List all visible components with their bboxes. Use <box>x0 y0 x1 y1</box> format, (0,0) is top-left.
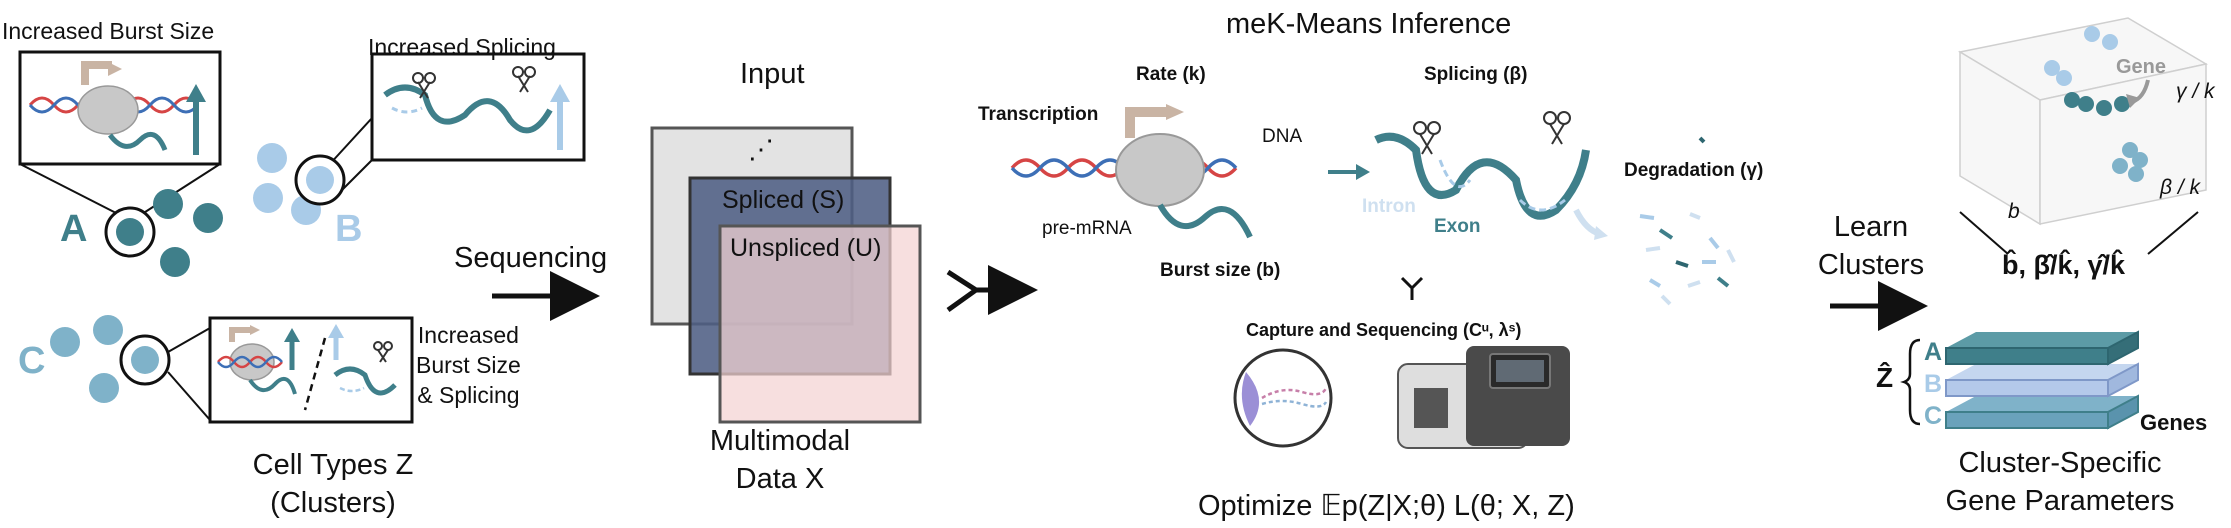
inference-title: meK-Means Inference <box>1226 8 1512 40</box>
cell-b <box>257 143 287 173</box>
cluster-b-label: B <box>335 208 363 250</box>
polymerase-icon <box>77 85 139 135</box>
output-caption: Cluster-Specific Gene Parameters <box>1930 444 2190 520</box>
cell-b <box>253 183 283 213</box>
input-caption: Multimodal Data X <box>700 422 860 498</box>
scissors-icon <box>412 72 436 99</box>
cell-c <box>89 373 119 403</box>
both-label-line: & Splicing <box>417 382 520 408</box>
combine-arrow <box>946 265 1038 315</box>
input-title: Input <box>740 58 805 90</box>
input-panel <box>650 126 922 424</box>
gene-points <box>2044 26 2148 182</box>
cell-a <box>160 247 190 277</box>
input-caption-line2: Data X <box>735 463 825 495</box>
spliced-label: Spliced (S) <box>722 186 845 214</box>
layer-labels: A B C <box>1924 336 1942 432</box>
output-panel <box>1900 17 2209 430</box>
learn-clusters-line: Learn <box>1833 211 1909 243</box>
capture-merge-icon <box>1400 276 1424 300</box>
cell-b <box>306 166 334 194</box>
params-label: b̂, β̂/k̂, γ̂/k̂ <box>2002 250 2126 280</box>
cluster-layers <box>1945 330 2139 430</box>
capture-label: Capture and Sequencing (Cᵘ, λˢ) <box>1246 320 1522 340</box>
transcription-label: Transcription <box>978 104 1099 125</box>
mrna-icon <box>108 131 168 151</box>
axis-b-label: b <box>2008 200 2020 223</box>
pre-mrna-label: pre-mRNA <box>1042 218 1132 239</box>
mrna-icon <box>1157 203 1253 239</box>
cluster-a-label: A <box>60 208 88 250</box>
optimize-label: Optimize 𝔼p(Z|X;θ) L(θ; X, Z) <box>1198 490 1575 522</box>
splicing-inset-label: Increased Splicing <box>368 34 556 60</box>
input-dots: ⋰ <box>748 134 774 164</box>
cell-c <box>50 327 80 357</box>
layer-label-b: B <box>1924 370 1943 398</box>
splicing-label: Splicing (β) <box>1424 64 1528 85</box>
output-caption-line2: Gene Parameters <box>1945 485 2175 517</box>
layer-label-c: C <box>1924 402 1943 430</box>
polymerase-icon <box>1115 133 1205 207</box>
both-label-line: Increased <box>417 322 519 348</box>
inference-panel <box>1010 104 1736 449</box>
unspliced-label: Unspliced (U) <box>730 234 882 262</box>
cell-a <box>193 203 223 233</box>
cell-a <box>153 189 183 219</box>
degraded-fragments-icon <box>1639 136 1736 306</box>
burst-size-label: Burst size (b) <box>1160 260 1281 281</box>
z-hat-brace <box>1900 338 1921 426</box>
sequencing-label: Sequencing <box>454 242 608 274</box>
cell-types-caption: Cell Types Z (Clusters) <box>223 446 443 522</box>
degradation-label: Degradation (γ) <box>1624 160 1764 181</box>
dna-label: DNA <box>1262 126 1303 147</box>
scissors-icon <box>1413 121 1441 155</box>
learn-clusters-label: Learn Clusters <box>1806 208 1936 284</box>
unspliced-layer <box>718 224 922 424</box>
learn-clusters-line: Clusters <box>1817 249 1925 281</box>
scissors-icon <box>512 66 536 93</box>
both-inset-label: Increased Burst Size & Splicing <box>416 320 521 410</box>
scissors-icon <box>373 341 393 363</box>
axis-beta-label: β / k <box>2160 176 2201 199</box>
promoter-arrow-icon <box>81 61 112 85</box>
sequencer-icon <box>1397 346 1570 449</box>
axis-gamma-label: γ / k <box>2176 80 2215 103</box>
input-caption-line1: Multimodal <box>709 425 851 457</box>
cell-types-panel <box>18 50 586 424</box>
cell-types-caption-line2: (Clusters) <box>270 487 396 519</box>
bead-icon <box>1241 372 1260 426</box>
genes-label: Genes <box>2140 410 2208 435</box>
cluster-c-label: C <box>18 340 46 382</box>
output-caption-line1: Cluster-Specific <box>1958 447 2162 479</box>
capture-bead-icon <box>1233 348 1333 448</box>
both-label-line: Burst Size <box>416 352 521 378</box>
gene-label: Gene <box>2116 56 2167 78</box>
z-hat-label: Ẑ <box>1876 362 1894 393</box>
exon-label: Exon <box>1434 216 1481 237</box>
pre-mrna-icon <box>383 84 553 134</box>
cell-c <box>131 346 159 374</box>
layer-label-a: A <box>1924 338 1943 366</box>
intron-label: Intron <box>1362 196 1416 217</box>
scissors-icon <box>1543 111 1571 145</box>
pre-mrna-icon <box>1374 132 1590 220</box>
burst-inset-label: Increased Burst Size <box>2 18 215 44</box>
promoter-arrow-icon <box>1125 107 1170 138</box>
cell-c <box>93 315 123 345</box>
rate-label: Rate (k) <box>1136 64 1206 85</box>
cell-a <box>116 218 144 246</box>
cell-types-caption-line1: Cell Types Z <box>252 449 414 481</box>
